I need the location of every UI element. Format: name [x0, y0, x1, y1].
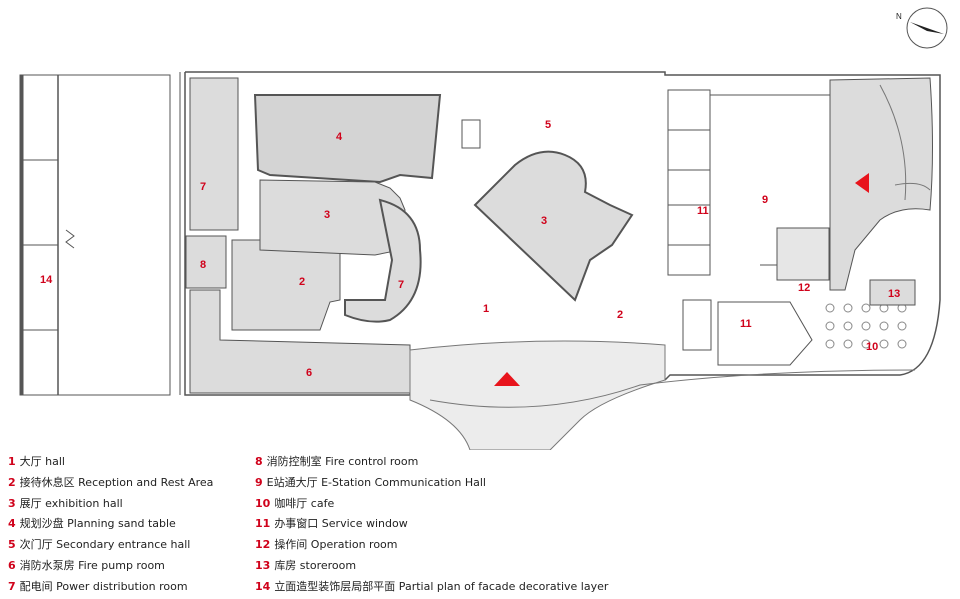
compass-north-label: N — [896, 12, 902, 21]
facade-decorative-strip — [19, 74, 171, 396]
legend-text: 咖啡厅 cafe — [274, 496, 335, 510]
label-power-curve: 7 — [398, 279, 404, 291]
label-exhibition-center: 3 — [541, 215, 547, 227]
legend-text: E站通大厅 E-Station Communication Hall — [266, 475, 486, 489]
legend-number: 6 — [8, 558, 16, 572]
north-compass: N — [896, 7, 948, 49]
room-fire-control — [185, 235, 227, 289]
label-operation-room: 12 — [798, 282, 810, 294]
label-reception-left: 2 — [299, 276, 305, 288]
room-sand-table — [253, 94, 442, 184]
legend-text: 次门厅 Secondary entrance hall — [19, 538, 191, 552]
label-storeroom: 13 — [888, 288, 900, 300]
legend-text: 大厅 hall — [19, 455, 65, 468]
room-fire-pump — [189, 289, 411, 394]
legend-number: 14 — [255, 579, 271, 593]
room-exhibition-left — [259, 179, 406, 256]
room-power-left — [189, 77, 239, 231]
legend-text: 办事窗口 Service window — [274, 517, 408, 531]
legend-text: 立面造型装饰层局部平面 Partial plan of facade decor… — [274, 579, 609, 593]
label-fire-pump: 6 — [306, 367, 312, 379]
label-fire-control: 8 — [200, 259, 206, 271]
room-storeroom — [869, 279, 916, 306]
legend-number: 13 — [255, 558, 271, 572]
label-cafe: 10 — [866, 341, 878, 353]
label-service-window-top: 11 — [697, 205, 709, 217]
label-exhibition-left: 3 — [324, 209, 330, 221]
legend-text: 消防水泵房 Fire pump room — [19, 558, 165, 572]
legend-text: 配电间 Power distribution room — [19, 579, 188, 593]
legend-text: 接待休息区 Reception and Rest Area — [19, 475, 214, 489]
legend-number: 3 — [8, 496, 16, 510]
label-reception-right: 2 — [617, 309, 623, 321]
entrance-plaza — [409, 340, 666, 450]
legend-number: 7 — [8, 579, 16, 593]
label-power-left: 7 — [200, 181, 206, 193]
legend-number: 4 — [8, 517, 16, 531]
legend-text: 操作间 Operation room — [274, 538, 398, 552]
room-power-curve — [344, 198, 422, 323]
floor-plan: N 4 5 3 — [19, 7, 948, 450]
legend-number: 10 — [255, 496, 271, 510]
room-reception — [231, 239, 341, 331]
legend-number: 2 — [8, 475, 16, 489]
legend-number: 11 — [255, 517, 271, 531]
side-entrance-marker — [855, 173, 869, 193]
legend-text: 规划沙盘 Planning sand table — [19, 517, 176, 531]
label-facade: 14 — [40, 274, 53, 286]
label-e-station: 9 — [762, 194, 768, 206]
legend-number: 5 — [8, 538, 16, 552]
main-entrance-marker — [494, 372, 520, 386]
label-sand-table: 4 — [336, 131, 343, 143]
curved-facade — [829, 77, 933, 291]
stair-center — [461, 119, 481, 149]
label-secondary-entrance: 5 — [545, 119, 551, 131]
label-service-window-bottom: 11 — [740, 318, 752, 330]
legend-text: 展厅 exhibition hall — [19, 496, 123, 510]
label-hall: 1 — [483, 303, 489, 315]
right-offices — [667, 89, 831, 366]
legend-number: 8 — [255, 455, 263, 468]
room-exhibition-center — [473, 150, 634, 302]
legend-number: 1 — [8, 455, 16, 468]
facade-fins — [879, 84, 931, 201]
legend-number: 9 — [255, 475, 263, 489]
legend-number: 12 — [255, 538, 271, 552]
plaza-walk — [429, 369, 916, 408]
legend-text: 库房 storeroom — [274, 558, 357, 572]
legend-text: 消防控制室 Fire control room — [266, 455, 419, 468]
